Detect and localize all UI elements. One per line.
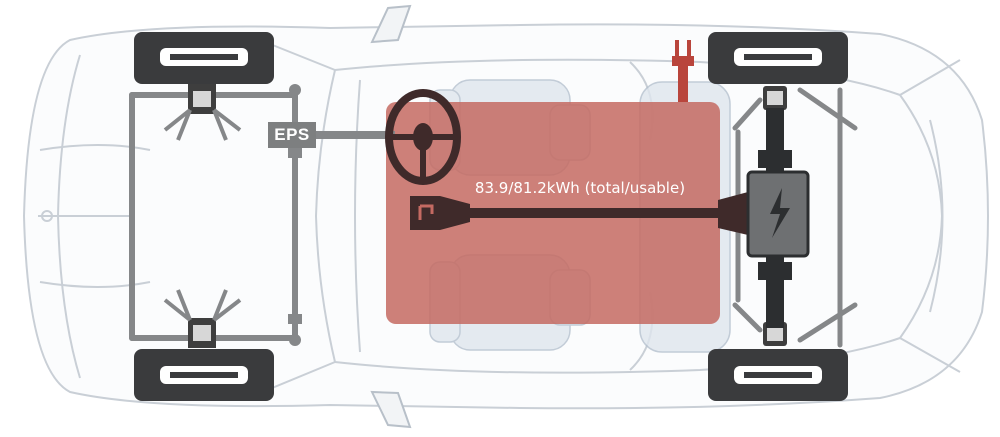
wheel-rear-left <box>708 32 848 84</box>
mirror-bottom <box>370 390 412 429</box>
wheel-front-left <box>134 32 274 84</box>
mirror-top <box>370 4 412 44</box>
tie-rod-end-top <box>289 84 301 96</box>
lightning-bolt-icon <box>770 188 790 238</box>
charge-port <box>672 40 694 102</box>
steering-wheel-icon <box>385 89 461 185</box>
wheel-rear-right <box>708 349 848 401</box>
wheel-front-right <box>134 349 274 401</box>
junction-box-symbol <box>418 204 434 220</box>
battery-capacity-label: 83.9/81.2kWh (total/usable) <box>474 179 686 197</box>
electric-motor <box>718 170 810 258</box>
tie-rod-end-bottom <box>289 334 301 346</box>
front-strut-top <box>163 84 242 141</box>
steering-rack-clamp-bottom <box>288 314 302 324</box>
battery-junction-box <box>412 198 446 228</box>
front-strut-bottom <box>163 289 242 348</box>
hv-cable <box>455 208 730 218</box>
steering-rack-clamp-top <box>288 148 302 158</box>
eps-label: EPS <box>268 122 316 148</box>
rear-strut-top <box>763 86 787 110</box>
